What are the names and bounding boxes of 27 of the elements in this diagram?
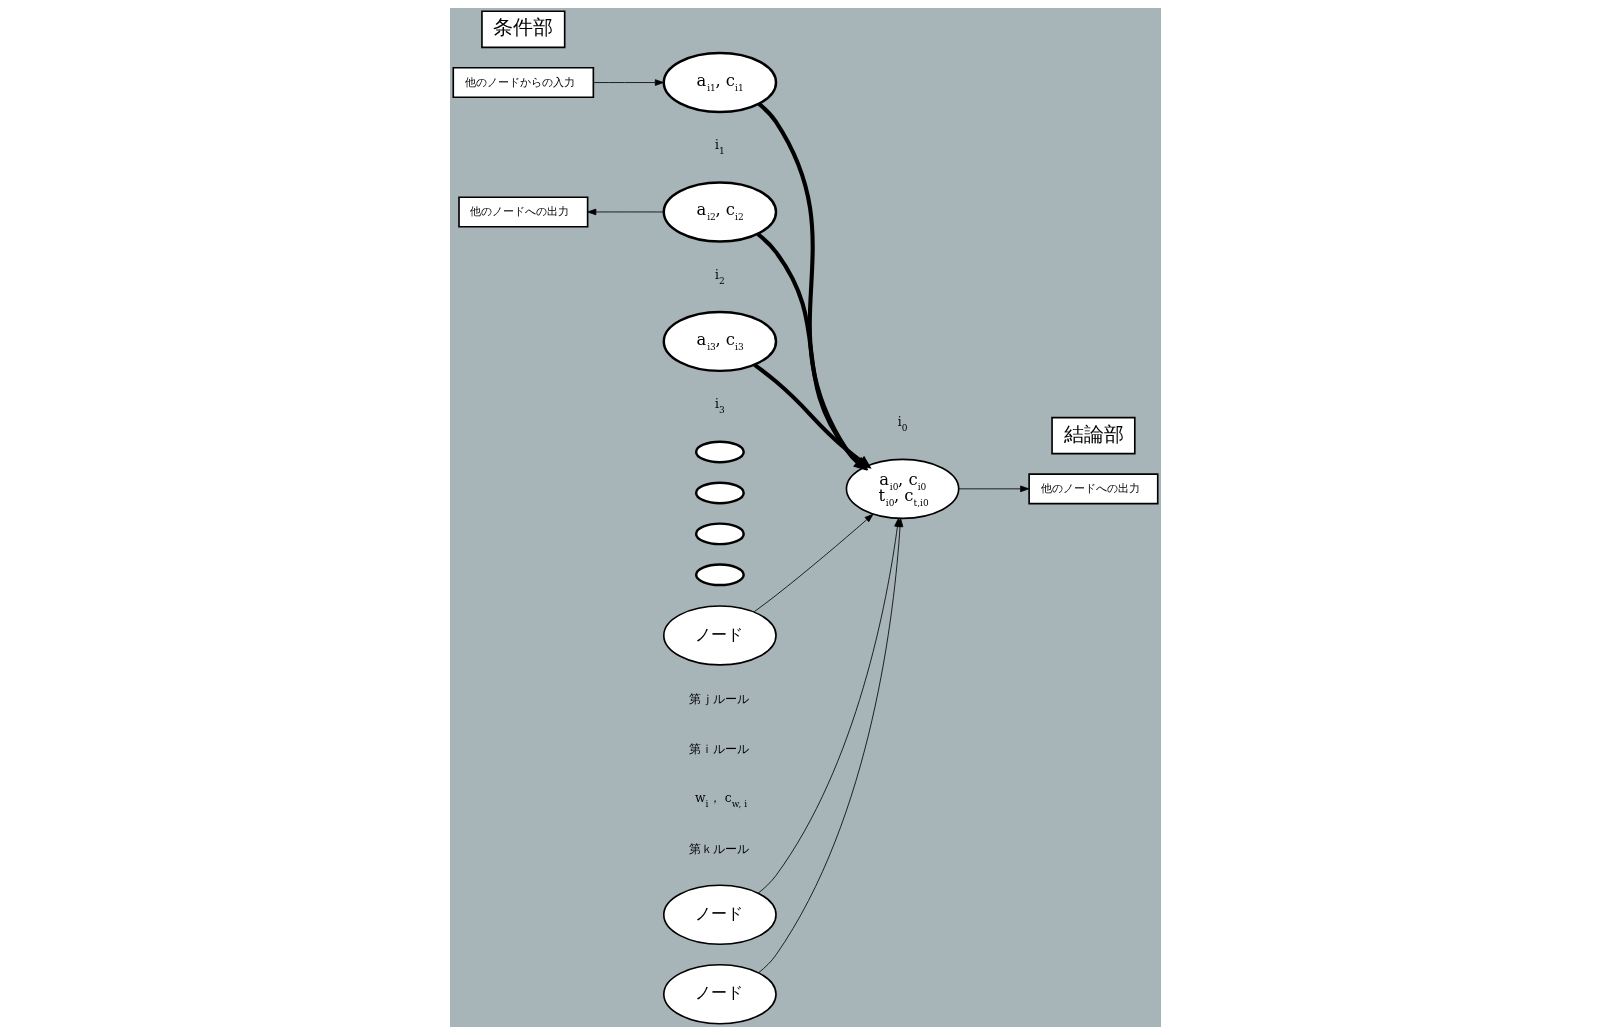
label: i$_{1}$: [714, 138, 725, 157]
node-ellipse: ノード: [662, 963, 777, 1025]
node-ellipse: [694, 481, 745, 505]
label: 第ｊルール: [688, 692, 749, 707]
node-ellipse: ノード: [662, 605, 777, 666]
arrow: [753, 513, 874, 613]
node-ellipse: [694, 563, 745, 587]
node-box: 他のノードからの入力: [452, 67, 595, 99]
node-ellipse: ノード: [662, 884, 777, 946]
node-box: 他のノードへの出力: [1028, 473, 1159, 505]
node-ellipse: a$_{i1}$, c$_{i1}$: [662, 51, 778, 114]
node-ellipse: [694, 440, 745, 464]
label: i$_{0}$: [897, 415, 908, 434]
node-box: 結論部: [1051, 416, 1136, 455]
node-ellipse: a$_{i3}$, c$_{i3}$: [662, 310, 778, 373]
node-ellipse: a$_{i2}$, c$_{i2}$: [662, 181, 778, 243]
arrow: [593, 79, 664, 86]
label: i$_{2}$: [714, 267, 725, 286]
arrow: [958, 485, 1030, 493]
label: 第ｉルール: [688, 742, 749, 756]
label: i$_{3}$: [714, 397, 725, 416]
node-ellipse: [694, 522, 745, 546]
label: w$_{i}$， c$_{w, i}$: [694, 791, 748, 810]
label: 第ｋルール: [688, 841, 749, 856]
node-box: 条件部: [481, 10, 566, 49]
arrow: [587, 208, 664, 216]
node-box: 他のノードへの出力: [458, 196, 589, 228]
